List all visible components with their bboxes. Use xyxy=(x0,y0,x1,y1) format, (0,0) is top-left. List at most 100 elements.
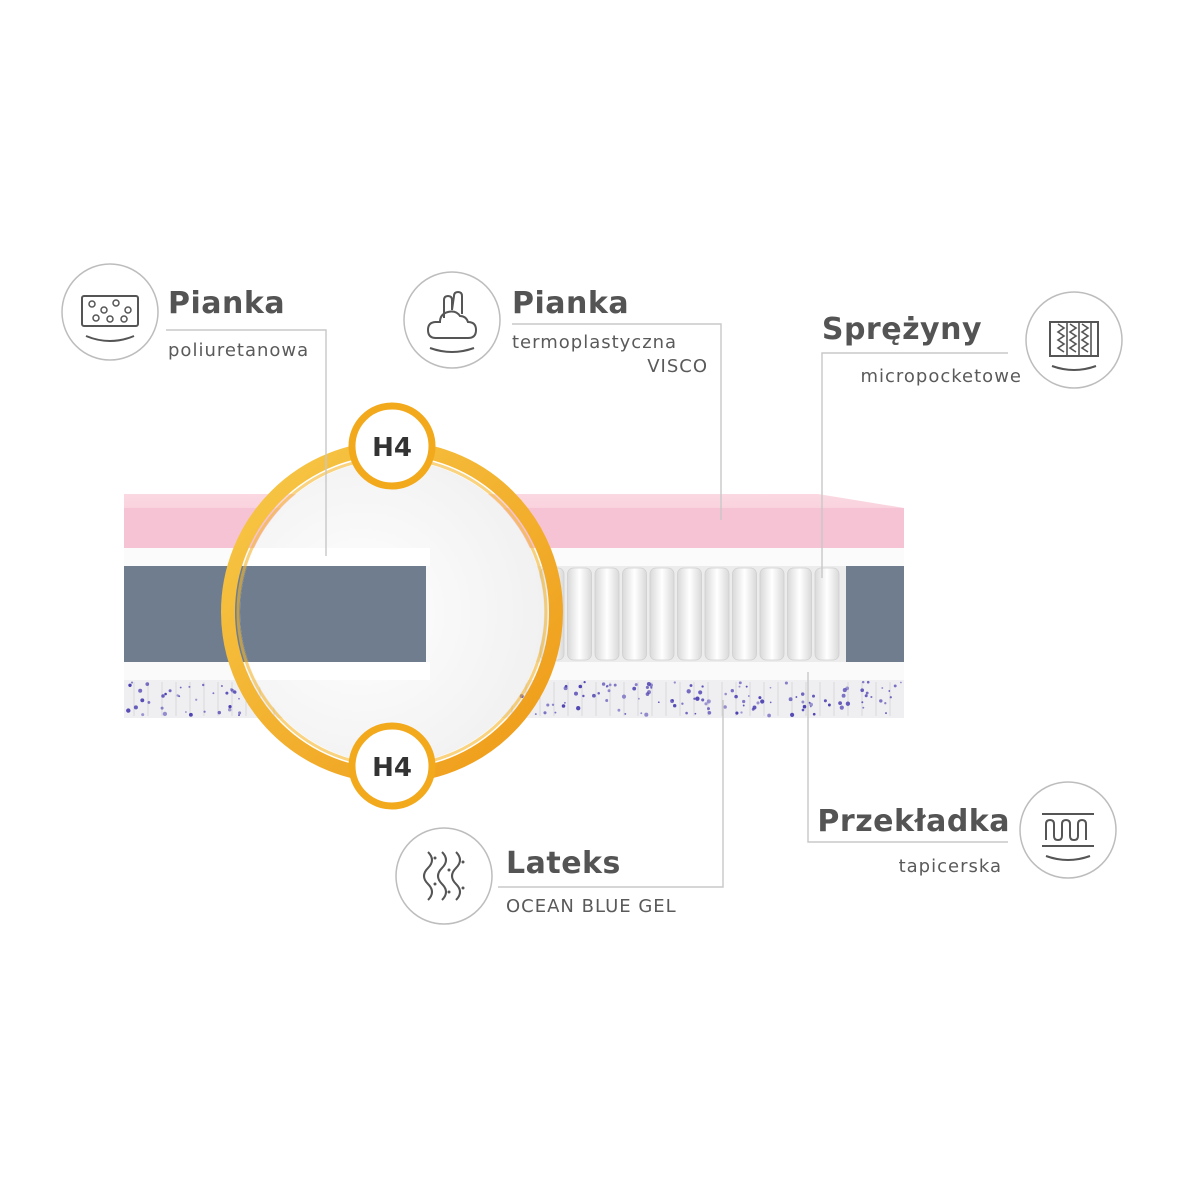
gel-speckle xyxy=(601,682,606,686)
gel-speckle xyxy=(861,680,865,684)
gel-speckle xyxy=(686,689,691,694)
gel-speckle xyxy=(812,694,815,698)
gel-speckle xyxy=(808,701,811,704)
gel-speckle xyxy=(864,694,868,698)
pocket-spring xyxy=(814,567,840,661)
gel-speckle xyxy=(838,701,843,706)
pianka-poliuretanowa-title: Pianka xyxy=(168,286,286,321)
gel-speckle xyxy=(637,697,640,700)
leader-przekladka xyxy=(807,672,1008,843)
wavy-lines-icon xyxy=(395,827,493,925)
gel-speckle xyxy=(563,701,566,704)
gel-speckle xyxy=(795,696,798,698)
gel-speckle xyxy=(164,692,167,696)
gel-speckle xyxy=(801,700,805,704)
gel-speckle xyxy=(865,691,869,695)
gel-speckle xyxy=(578,684,583,689)
pocket-spring xyxy=(567,567,592,661)
gel-speckle xyxy=(195,698,198,701)
gel-speckle xyxy=(879,699,883,703)
gel-speckle xyxy=(698,690,703,695)
gel-speckle xyxy=(582,694,585,698)
gel-speckle xyxy=(138,688,143,693)
gel-speckle xyxy=(168,689,172,693)
gel-speckle xyxy=(756,701,760,705)
gel-speckle xyxy=(546,703,550,707)
gel-speckle xyxy=(217,710,222,715)
gel-speckle xyxy=(812,712,816,716)
gel-speckle xyxy=(141,713,145,717)
gel-speckle xyxy=(561,704,566,708)
gel-speckle xyxy=(608,683,612,687)
gel-speckle xyxy=(646,681,651,687)
gel-speckle xyxy=(613,683,617,687)
pocket-spring xyxy=(594,567,620,661)
gel-speckle xyxy=(900,681,902,684)
gel-speckle xyxy=(554,711,557,714)
gel-speckle xyxy=(885,712,887,715)
firmness-label-top: H4 xyxy=(372,433,412,463)
gel-speckle xyxy=(685,711,688,715)
gel-speckle xyxy=(870,695,873,699)
gel-speckle xyxy=(188,685,191,688)
gel-speckle xyxy=(573,691,579,696)
gel-speckle xyxy=(861,701,864,704)
gel-speckle xyxy=(583,680,586,684)
gel-speckle xyxy=(740,711,743,714)
gel-speckle xyxy=(225,691,229,695)
gel-speckle xyxy=(707,710,712,715)
gel-speckle xyxy=(784,681,788,685)
lateks-subtitle: OCEAN BLUE GEL xyxy=(506,896,677,917)
gel-speckle xyxy=(650,686,653,689)
gel-speckle xyxy=(769,686,772,689)
gel-speckle xyxy=(888,690,891,692)
layer-polyurethane-foam-right xyxy=(846,566,904,662)
gel-speckle xyxy=(693,697,696,700)
pianka-visco-subtitle-line2: VISCO xyxy=(647,356,708,377)
gel-speckle xyxy=(238,697,240,700)
gel-speckle xyxy=(203,710,206,713)
hand-pressing-foam-icon xyxy=(403,271,501,369)
gel-speckle xyxy=(605,685,608,688)
gel-speckle xyxy=(179,686,182,689)
gel-speckle xyxy=(695,696,700,701)
gel-speckle xyxy=(624,712,627,715)
gel-speckle xyxy=(227,708,232,712)
gel-speckle xyxy=(845,701,851,706)
gel-speckle xyxy=(632,686,637,691)
gel-speckle xyxy=(145,682,150,686)
gel-speckle xyxy=(800,692,805,696)
gel-speckle xyxy=(534,713,537,716)
gel-speckle xyxy=(881,687,884,689)
gel-speckle xyxy=(644,712,649,717)
foam-cells-icon xyxy=(61,263,159,361)
gel-speckle xyxy=(645,685,649,689)
gel-speckle xyxy=(681,702,684,705)
gel-speckle xyxy=(734,694,738,699)
gel-speckle xyxy=(790,712,795,718)
przekladka-subtitle: tapicerska xyxy=(898,856,1002,877)
gel-speckle xyxy=(760,699,765,704)
sprezyny-subtitle: micropocketowe xyxy=(860,366,1022,387)
firmness-badge-bottom: H4 xyxy=(348,722,436,810)
gel-speckle xyxy=(723,705,727,709)
gel-speckle xyxy=(860,688,865,693)
gel-speckle xyxy=(617,708,621,712)
gel-speckle xyxy=(884,702,887,705)
gel-speckle xyxy=(178,695,181,698)
leader-lateks xyxy=(498,700,724,888)
pianka-visco-subtitle-line1: termoplastyczna xyxy=(512,332,678,353)
firmness-magnifier: H4 H4 xyxy=(221,402,563,810)
upholstery-pad-icon xyxy=(1019,781,1117,879)
gel-speckle xyxy=(147,700,151,704)
gel-speckle xyxy=(605,699,609,702)
gel-speckle xyxy=(228,704,232,709)
gel-speckle xyxy=(607,689,611,693)
gel-speckle xyxy=(551,703,555,706)
gel-speckle xyxy=(742,704,745,707)
gel-speckle xyxy=(230,689,235,693)
gel-speckle xyxy=(238,714,240,717)
gel-speckle xyxy=(839,705,844,710)
pocket-spring xyxy=(704,567,730,661)
